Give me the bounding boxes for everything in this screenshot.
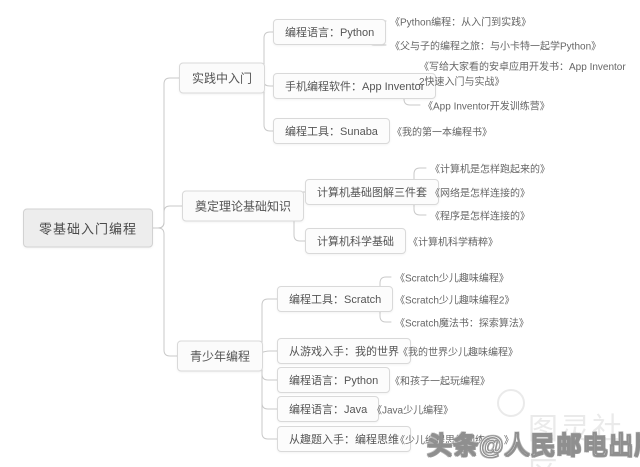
book-how-networks-connect: 《网络是怎样连接的》 [430,188,530,200]
book-my-first-programming-book: 《我的第一本编程书》 [392,127,492,139]
book-python-for-kids: 《父与子的编程之旅：与小卡特一起学Python》 [390,41,602,53]
branch-practice: 实践中入门 [179,62,266,94]
turing-community-watermark: 图灵社区 [528,413,624,467]
book-cs-distilled: 《计算机科学精粹》 [408,237,498,249]
book-app-inventor-bootcamp: 《App Inventor开发训练营》 [423,101,550,113]
book-scratch-fun-1: 《Scratch少儿趣味编程》 [395,273,509,285]
node-cs-foundation: 计算机科学基础 [305,228,406,254]
book-app-inventor-2: 《写给大家看的安卓应用开发书：App Inventor 2快速入门与实战》 [419,62,626,88]
node-game-minecraft: 从游戏入手：我的世界 [277,338,411,364]
node-youth-java: 编程语言：Java [277,396,380,422]
turing-community-logo [497,389,525,417]
node-cs-illustrated-trilogy: 计算机基础图解三件套 [305,179,439,205]
branch-theory: 奠定理论基础知识 [182,190,305,222]
node-puzzle-thinking: 从趣题入手：编程思维 [277,426,411,452]
book-minecraft-kids: 《我的世界少儿趣味编程》 [398,347,518,359]
book-how-computers-run: 《计算机是怎样跑起来的》 [430,164,550,176]
book-how-programs-connect: 《程序是怎样连接的》 [430,211,530,223]
book-scratch-magic: 《Scratch魔法书：探索算法》 [395,318,529,330]
node-language-python: 编程语言：Python [273,19,387,45]
node-app-inventor: 手机编程软件：App Inventor [273,73,437,99]
book-play-programming-with-kids: 《和孩子一起玩编程》 [390,376,490,388]
book-python-crash-course: 《Python编程：从入门到实践》 [390,17,532,29]
book-java-for-kids: 《Java少儿编程》 [372,405,454,417]
book-scratch-fun-2: 《Scratch少儿趣味编程2》 [395,295,515,307]
node-tool-scratch: 编程工具：Scratch [277,286,394,312]
branch-youth: 青少年编程 [177,340,264,372]
root-node: 零基础入门编程 [23,208,154,248]
node-tool-sunaba: 编程工具：Sunaba [273,118,390,144]
node-youth-python: 编程语言：Python [277,367,391,393]
book-kids-programming-thinking: 《少儿编程思维训练6-…》 [395,435,514,447]
toutiao-publisher-watermark: 头条@人民邮电出版社 [426,432,640,461]
